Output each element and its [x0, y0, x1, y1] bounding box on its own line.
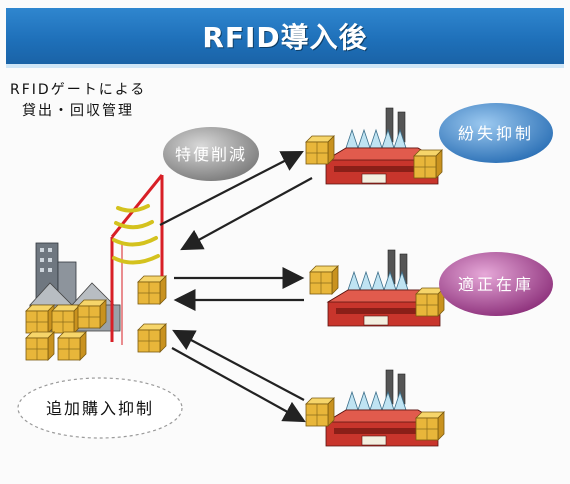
- factory-bottom: [305, 369, 445, 447]
- rfid-signal-waves: [112, 204, 160, 265]
- title-banner: RFID導入後: [6, 8, 564, 68]
- loss-control-bubble: [439, 103, 553, 163]
- gate-caption-line1: RFIDゲートによる: [10, 82, 147, 98]
- loss-control-label: 紛失抑制: [458, 124, 534, 143]
- factory-top: [305, 107, 443, 185]
- convenience-bubble: [163, 127, 259, 181]
- gate-caption-line2: 貸出・回収管理: [22, 103, 134, 119]
- purchase-control-bubble: [17, 377, 183, 439]
- rfid-gate: [110, 174, 164, 345]
- gate-caption: RFIDゲートによる 貸出・回収管理: [10, 80, 240, 122]
- proper-inventory-bubble: [439, 252, 553, 316]
- flow-arrows: [159, 150, 313, 423]
- proper-inventory-label: 適正在庫: [458, 275, 534, 294]
- purchase-control-label: 追加購入抑制: [46, 399, 154, 418]
- factory-middle: [309, 249, 445, 327]
- page-title: RFID導入後: [202, 21, 368, 54]
- convenience-label: 特便削減: [175, 145, 247, 164]
